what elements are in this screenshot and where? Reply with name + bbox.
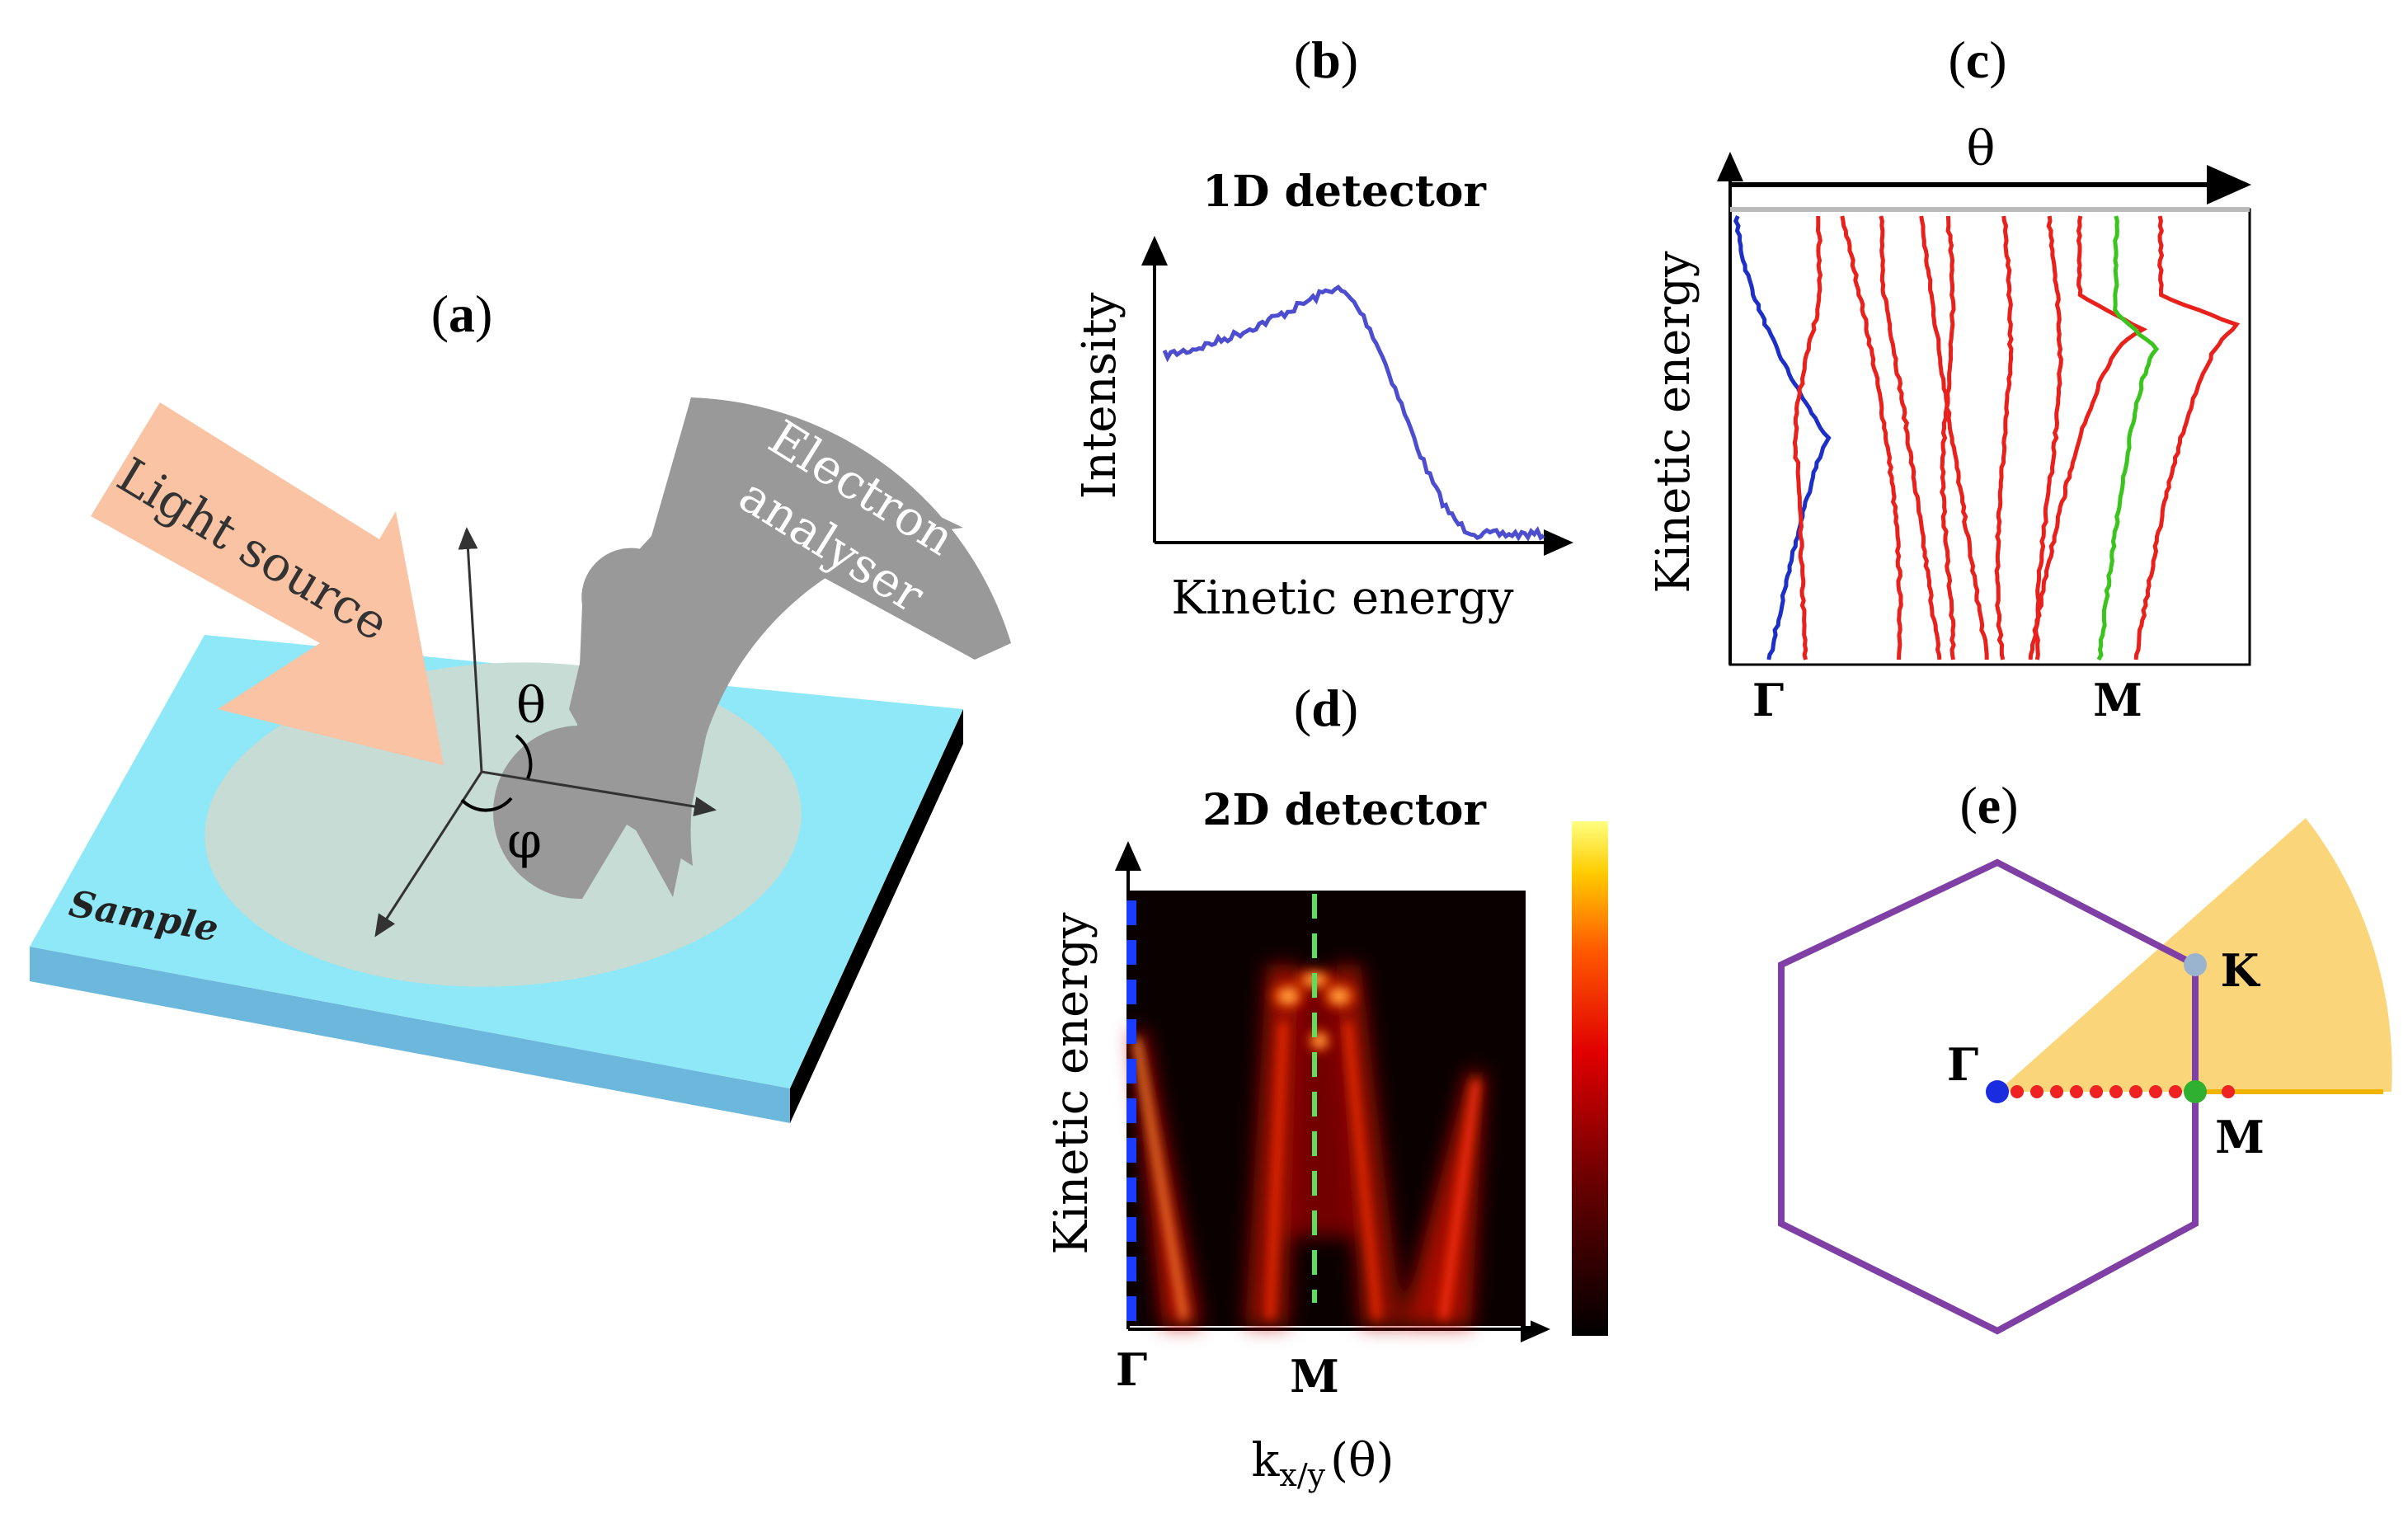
edc-curve-2 [1792, 215, 1823, 660]
axis-in-plane-y [374, 771, 483, 938]
edc-curve-11 [2133, 215, 2241, 660]
panel-c-frame [1728, 208, 2251, 666]
theta-symbol: θ [516, 677, 546, 735]
light-source-arrow [91, 402, 444, 765]
path-dot [2030, 1085, 2044, 1098]
panel-b-label: (b) [1294, 31, 1358, 89]
axis-normal [458, 527, 483, 773]
colorbar [1572, 821, 1608, 1336]
panel-e-label: (e) [1959, 776, 2018, 834]
panel-d-tick-gamma: Γ [1116, 1343, 1147, 1396]
panel-d-label: (d) [1294, 679, 1358, 737]
path-dot [2222, 1085, 2235, 1098]
path-dot [2050, 1085, 2063, 1098]
panel-b-spectrum [1162, 284, 1545, 542]
edc-curve-4 [1879, 215, 1942, 660]
edc-curve-3 [1840, 215, 1903, 660]
electron-analyser-body [569, 397, 1011, 897]
xlabel-sub: x/y [1279, 1457, 1325, 1493]
point-m-label: M [2215, 1111, 2265, 1163]
panel-c: (c) θ Kinetic energy Γ M [1647, 31, 2251, 726]
phi-arc [460, 797, 513, 812]
edc-curve-10 [2096, 215, 2160, 661]
path-dot [2090, 1085, 2103, 1098]
panel-c-tick-gamma: Γ [1752, 674, 1784, 726]
edc-curve-6 [1940, 215, 1956, 660]
hotspot-lower [1305, 1026, 1334, 1055]
panel-e: (e) Γ K M [1778, 776, 2392, 1335]
gamma-m-path-dots [2011, 1085, 2235, 1098]
map-hot-features [1133, 966, 1480, 1320]
point-k-label: K [2221, 944, 2261, 997]
panel-b-xlabel: Kinetic energy [1171, 571, 1513, 625]
band-left-core [1133, 1038, 1188, 1320]
edc-curve-9 [2028, 215, 2148, 660]
panel-d: (d) 2D detector Kinetic energy [1045, 679, 1608, 1493]
panel-d-intensity-map [1126, 891, 1531, 1326]
panel-c-ylabel: Kinetic energy [1647, 251, 1700, 593]
xlabel-main: k [1251, 1434, 1280, 1488]
point-k-dot [2184, 953, 2207, 976]
path-dot [2129, 1085, 2142, 1098]
edc-curve-8 [2033, 215, 2063, 660]
panel-a: (a) Light source Electron analyser θ φ S… [30, 284, 1011, 1123]
band-center-right-core [1344, 1022, 1380, 1320]
axis-in-plane-x [481, 770, 717, 816]
path-dot [2011, 1085, 2024, 1098]
panel-d-tick-m: M [1290, 1350, 1339, 1403]
panel-c-edc-curves [1733, 215, 2241, 661]
edc-curve-5 [1919, 215, 1989, 660]
path-dot [2169, 1085, 2182, 1098]
point-gamma-label: Γ [1947, 1038, 1978, 1091]
xlabel-tail: (θ) [1330, 1434, 1394, 1488]
panel-d-xlabel: kx/y(θ) [1251, 1434, 1394, 1493]
theta-arc [515, 734, 533, 779]
map-right-edge [1526, 891, 1531, 1326]
band-center-left-core [1267, 1022, 1286, 1320]
panel-b-title: 1D detector [1202, 167, 1486, 217]
panel-c-tick-m: M [2093, 674, 2142, 726]
sample-slab-side-right [790, 709, 963, 1123]
band-right-core [1439, 1079, 1480, 1320]
path-dot [2109, 1085, 2123, 1098]
point-gamma-dot [1986, 1080, 2009, 1103]
panel-b: (b) 1D detector Intensity Kinetic energy [1073, 31, 1573, 625]
edc-curve-1 [1733, 215, 1832, 660]
panel-d-title: 2D detector [1202, 785, 1486, 835]
edc-curve-7 [1994, 215, 2014, 660]
phi-symbol: φ [507, 812, 542, 870]
panel-a-label: (a) [431, 284, 493, 343]
band-right [1402, 1072, 1484, 1326]
panel-c-theta-label: θ [1967, 120, 1996, 176]
path-dot [2070, 1085, 2083, 1098]
sample-slab-side-front [30, 947, 790, 1123]
panel-d-ylabel: Kinetic energy [1045, 912, 1098, 1254]
point-m-dot [2184, 1080, 2207, 1103]
panel-c-label: (c) [1948, 31, 2006, 89]
panel-b-ylabel: Intensity [1073, 292, 1126, 499]
path-dot [2149, 1085, 2162, 1098]
